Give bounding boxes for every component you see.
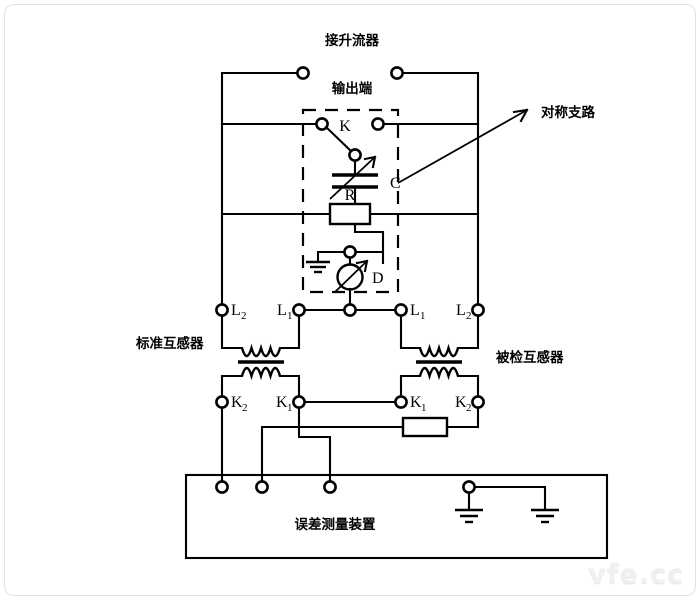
detector-D-label: D bbox=[372, 270, 384, 287]
switch-K-pivot[interactable] bbox=[348, 148, 362, 162]
label-L2-right: L bbox=[456, 302, 466, 319]
label-L1-right: L bbox=[410, 302, 420, 319]
measurement-device-box bbox=[184, 473, 609, 560]
tested-transformer bbox=[399, 314, 480, 398]
measurement-input-3[interactable] bbox=[323, 480, 337, 494]
terminal-L2-left[interactable] bbox=[215, 303, 229, 317]
capacitor-C-label: C bbox=[390, 175, 401, 192]
measurement-ground-terminal[interactable] bbox=[462, 480, 476, 494]
terminal-center-node[interactable] bbox=[343, 303, 357, 317]
symmetric-branch-label: 对称支路 bbox=[541, 104, 595, 121]
symmetric-branch-dashed-box bbox=[301, 108, 400, 294]
label-K2-left-sub: 2 bbox=[242, 402, 248, 414]
symmetric-branch-pointer bbox=[397, 108, 529, 184]
tested-transformer-label: 被检互感器 bbox=[496, 349, 564, 366]
label-L1-right-sub: 1 bbox=[420, 310, 426, 322]
terminal-K1-right[interactable] bbox=[394, 395, 408, 409]
measurement-device-ground bbox=[455, 480, 483, 524]
resistor-R-group bbox=[328, 202, 372, 226]
switch-K-group[interactable] bbox=[315, 117, 385, 175]
label-K1-left: K bbox=[276, 394, 288, 411]
terminal-L1-right[interactable] bbox=[394, 303, 408, 317]
measurement-input-1[interactable] bbox=[215, 480, 229, 494]
label-K1-left-sub: 1 bbox=[287, 402, 293, 414]
label-L2-left-sub: 2 bbox=[241, 310, 247, 322]
label-K1-right-sub: 1 bbox=[421, 402, 427, 414]
label-K1-right: K bbox=[410, 394, 422, 411]
label-K2-left: K bbox=[231, 394, 243, 411]
terminal-K2-left[interactable] bbox=[215, 395, 229, 409]
switch-K-right-contact[interactable] bbox=[371, 117, 385, 131]
detector-D-group bbox=[306, 245, 385, 312]
label-K2-right: K bbox=[455, 394, 467, 411]
standard-transformer-label: 标准互感器 bbox=[135, 335, 204, 352]
terminal-L2-right[interactable] bbox=[471, 303, 485, 317]
terminal-K2-right[interactable] bbox=[471, 395, 485, 409]
external-earth bbox=[473, 485, 559, 524]
detector-top-node[interactable] bbox=[343, 245, 357, 259]
output-terminal-left[interactable] bbox=[296, 66, 310, 80]
outer-rails bbox=[220, 122, 480, 312]
measurement-input-2[interactable] bbox=[255, 480, 269, 494]
label-L1-left: L bbox=[277, 302, 287, 319]
terminal-K1-left[interactable] bbox=[292, 395, 306, 409]
terminal-L1-left[interactable] bbox=[292, 303, 306, 317]
label-L2-right-sub: 2 bbox=[466, 310, 472, 322]
label-L2-left: L bbox=[231, 302, 241, 319]
burden-resistor-body bbox=[401, 416, 449, 438]
source-loop bbox=[220, 71, 480, 126]
resistor-R-body bbox=[328, 202, 372, 226]
site-watermark: vfe.cc bbox=[588, 559, 684, 590]
standard-transformer bbox=[220, 314, 301, 398]
output-terminal-label: 输出端 bbox=[332, 80, 373, 97]
label-K2-right-sub: 2 bbox=[466, 402, 472, 414]
page-frame bbox=[4, 4, 696, 596]
resistor-R-label: R bbox=[345, 187, 356, 204]
output-terminal-right[interactable] bbox=[390, 66, 404, 80]
switch-K-label: K bbox=[339, 118, 351, 135]
secondary-wiring bbox=[220, 400, 480, 489]
source-label: 接升流器 bbox=[325, 32, 379, 49]
measurement-device-label: 误差测量装置 bbox=[295, 516, 376, 533]
label-L1-left-sub: 1 bbox=[287, 310, 293, 322]
